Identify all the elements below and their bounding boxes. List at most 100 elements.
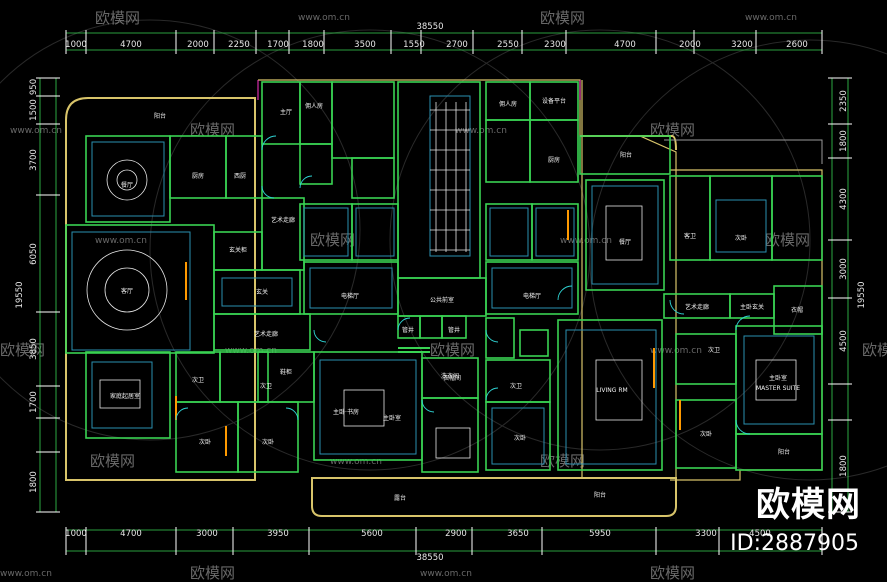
watermark-site: www.om.cn [10,126,62,136]
label-public-lobby: 公共前室 [430,296,454,304]
label-art-corridor-n: 艺术走廊 [271,216,295,224]
dim-left-7: 1800 [29,471,39,493]
label-hall: 主厅 [280,108,292,116]
dim-bottom-8: 5950 [589,529,611,539]
dim-left-6: 1700 [29,391,39,413]
dim-bottom-7: 3650 [507,529,529,539]
watermark-brand: 欧模网 [430,341,475,359]
label-shaft-1: 管井 [402,326,414,334]
label-bed-ne: 次卧 [735,234,747,242]
dim-top-1: 1000 [65,40,87,50]
dim-left-3: 3700 [29,149,39,171]
label-foyer-w: 玄关 [256,288,268,296]
label-art-corridor-e: 艺术走廊 [685,303,709,311]
dim-top-12: 4700 [614,40,636,50]
label-shaft-2: 管井 [448,326,460,334]
label-terrace-s2: 阳台 [594,491,606,499]
dim-total-top: 38550 [416,22,443,32]
label-balcony-nw: 阳台 [154,112,166,120]
dim-left-5: 3850 [29,338,39,360]
label-bath-s1: 次卫 [192,376,204,384]
label-pantry: 西厨 [234,173,246,180]
watermark-site: www.om.cn [420,569,472,579]
watermark-brand: 欧模网 [190,121,235,139]
furniture-layer [86,102,797,459]
dim-left-total: 19550 [15,281,25,308]
label-master-e-en: MASTER SUITE [756,385,800,392]
label-bath-s2: 次卫 [260,382,272,390]
watermark-brand: 欧模网 [90,452,135,470]
outer-envelope [65,79,823,517]
label-bed-s2: 次卧 [262,438,274,446]
room-cells [65,81,823,473]
watermark-brand: 欧模网 [0,341,45,359]
watermark-brand: 欧模网 [95,9,140,27]
dimension-ticks [36,30,852,555]
dim-right-3: 4300 [839,188,849,210]
watermark-brand: 欧模网 [310,231,355,249]
label-kitchen-e: 厨房 [548,156,560,164]
label-foyer-e: 主卧玄关 [740,303,764,311]
label-service-platform: 设备平台 [542,97,566,105]
watermark-brand: 欧模网 [650,121,695,139]
dim-bottom-5: 5600 [361,529,383,539]
dim-bottom-9: 3300 [695,529,717,539]
label-terrace-s1: 露台 [394,494,406,502]
label-master-w2: 主卧·书房 [333,408,359,416]
dim-top-9: 2700 [446,40,468,50]
label-bed-se: 次卧 [700,430,712,438]
model-id-text: ID:2887905 [730,531,859,556]
dim-right-5: 4500 [839,330,849,352]
watermark-brand: 欧模网 [190,564,235,582]
dim-top-10: 2550 [497,40,519,50]
watermark-site: www.om.cn [330,457,382,467]
label-shoe-w: 鞋柜 [280,368,292,376]
label-balcony-ne: 阳台 [620,151,632,159]
label-dining-w: 餐厅 [121,181,133,189]
label-master-e: 主卧室 [769,374,787,382]
label-elevator-w: 电梯厅 [341,292,359,300]
dim-bottom-10: 4500 [749,529,771,539]
watermark-brand: 欧模网 [862,341,887,359]
dim-top-8: 1550 [403,40,425,50]
label-elevator-e: 电梯厅 [523,292,541,300]
dim-top-4: 2250 [228,40,250,50]
label-bath-n2: 佣人房 [499,100,517,108]
label-closet-w: 衣帽间 [443,374,461,382]
door-swings [175,135,751,435]
dim-bottom-6: 2900 [445,529,467,539]
watermark-brand: 欧模网 [540,452,585,470]
label-family-room: 家庭起居室 [110,392,140,400]
label-art-corridor-s: 艺术走廊 [254,330,278,338]
label-bath-mid: 次卫 [510,382,522,390]
label-closet-e: 衣帽 [791,306,803,314]
label-bath-n1: 佣人房 [305,102,323,110]
dim-top-13: 2000 [679,40,701,50]
dim-top-2: 4700 [120,40,142,50]
label-guest-bath: 客卫 [684,232,696,240]
label-living-w: 客厅 [121,287,133,295]
label-dining-e: 餐厅 [619,238,631,246]
watermark-brand: 欧模网 [650,564,695,582]
brand-logo-text: 欧模网 [756,485,861,525]
dim-bottom-2: 4700 [120,529,142,539]
label-living-e: LIVING RM [596,387,627,394]
dim-top-5: 1700 [267,40,289,50]
watermark-brand: 欧模网 [540,9,585,27]
dim-top-6: 1800 [302,40,324,50]
dim-left-4: 6050 [29,243,39,265]
dim-left-2: 1500 [29,99,39,121]
dim-top-3: 2000 [187,40,209,50]
dimension-lines [39,32,849,552]
watermark-site: www.om.cn [745,13,797,23]
watermark-brand: 欧模网 [765,231,810,249]
dim-right-6: 1800 [839,455,849,477]
dim-bottom-3: 3000 [196,529,218,539]
label-bed-mid: 次卧 [514,434,526,442]
watermark-site: www.om.cn [225,346,277,356]
dim-right-total: 19550 [857,281,867,308]
dim-top-11: 2300 [544,40,566,50]
label-entry-cabinet: 玄关柜 [229,246,247,254]
dim-left-1: 950 [29,79,39,95]
dim-right-2: 1800 [839,130,849,152]
